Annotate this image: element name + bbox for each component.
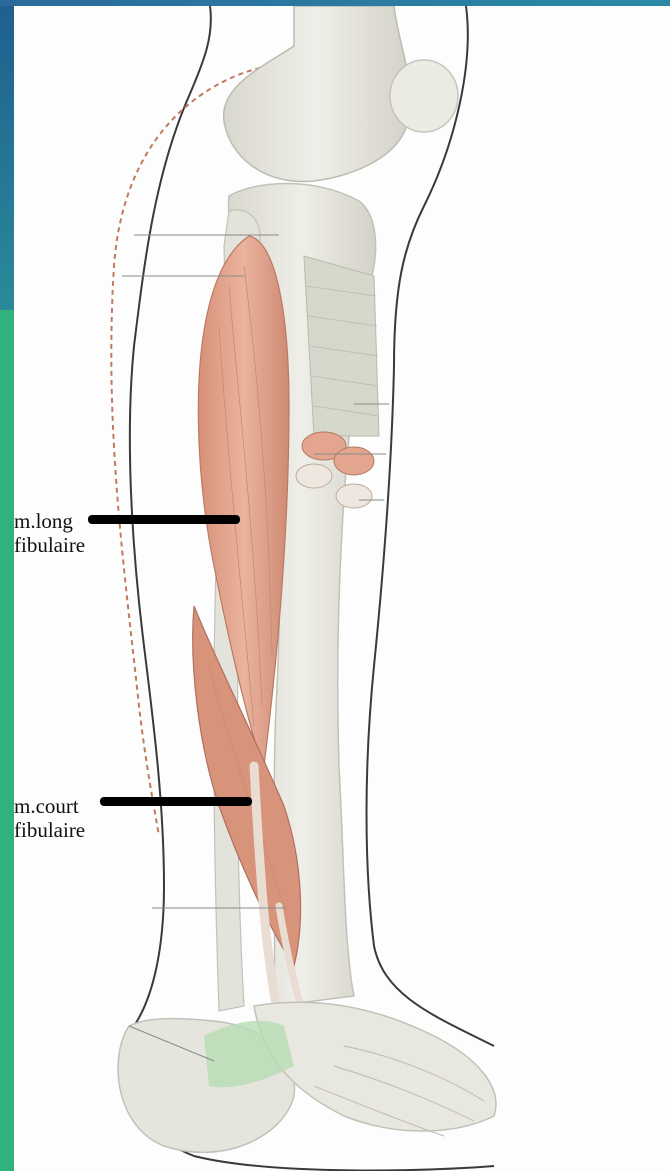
label-fibularis-longus-line1: m.long: [14, 509, 85, 533]
label-fibularis-brevis: m.court fibulaire: [14, 794, 85, 842]
label-fibularis-longus: m.long fibulaire: [14, 509, 85, 557]
label-fibularis-brevis-line2: fibulaire: [14, 818, 85, 842]
pointer-fibularis-brevis: [100, 797, 252, 806]
leg-anatomy-drawing: [14, 6, 670, 1171]
pointer-fibularis-longus: [88, 515, 240, 524]
cut-bone-1: [296, 464, 332, 488]
cut-muscle-2: [334, 447, 374, 475]
skin-outline-front: [367, 6, 495, 1046]
tendon-sheath-block: [304, 256, 379, 436]
cut-bone-2: [336, 484, 372, 508]
patella: [390, 60, 458, 132]
femur: [224, 6, 410, 182]
label-fibularis-brevis-line1: m.court: [14, 794, 85, 818]
leg-illustration: [14, 6, 670, 1171]
label-fibularis-longus-line2: fibulaire: [14, 533, 85, 557]
slide-accent-green: [0, 310, 14, 1171]
